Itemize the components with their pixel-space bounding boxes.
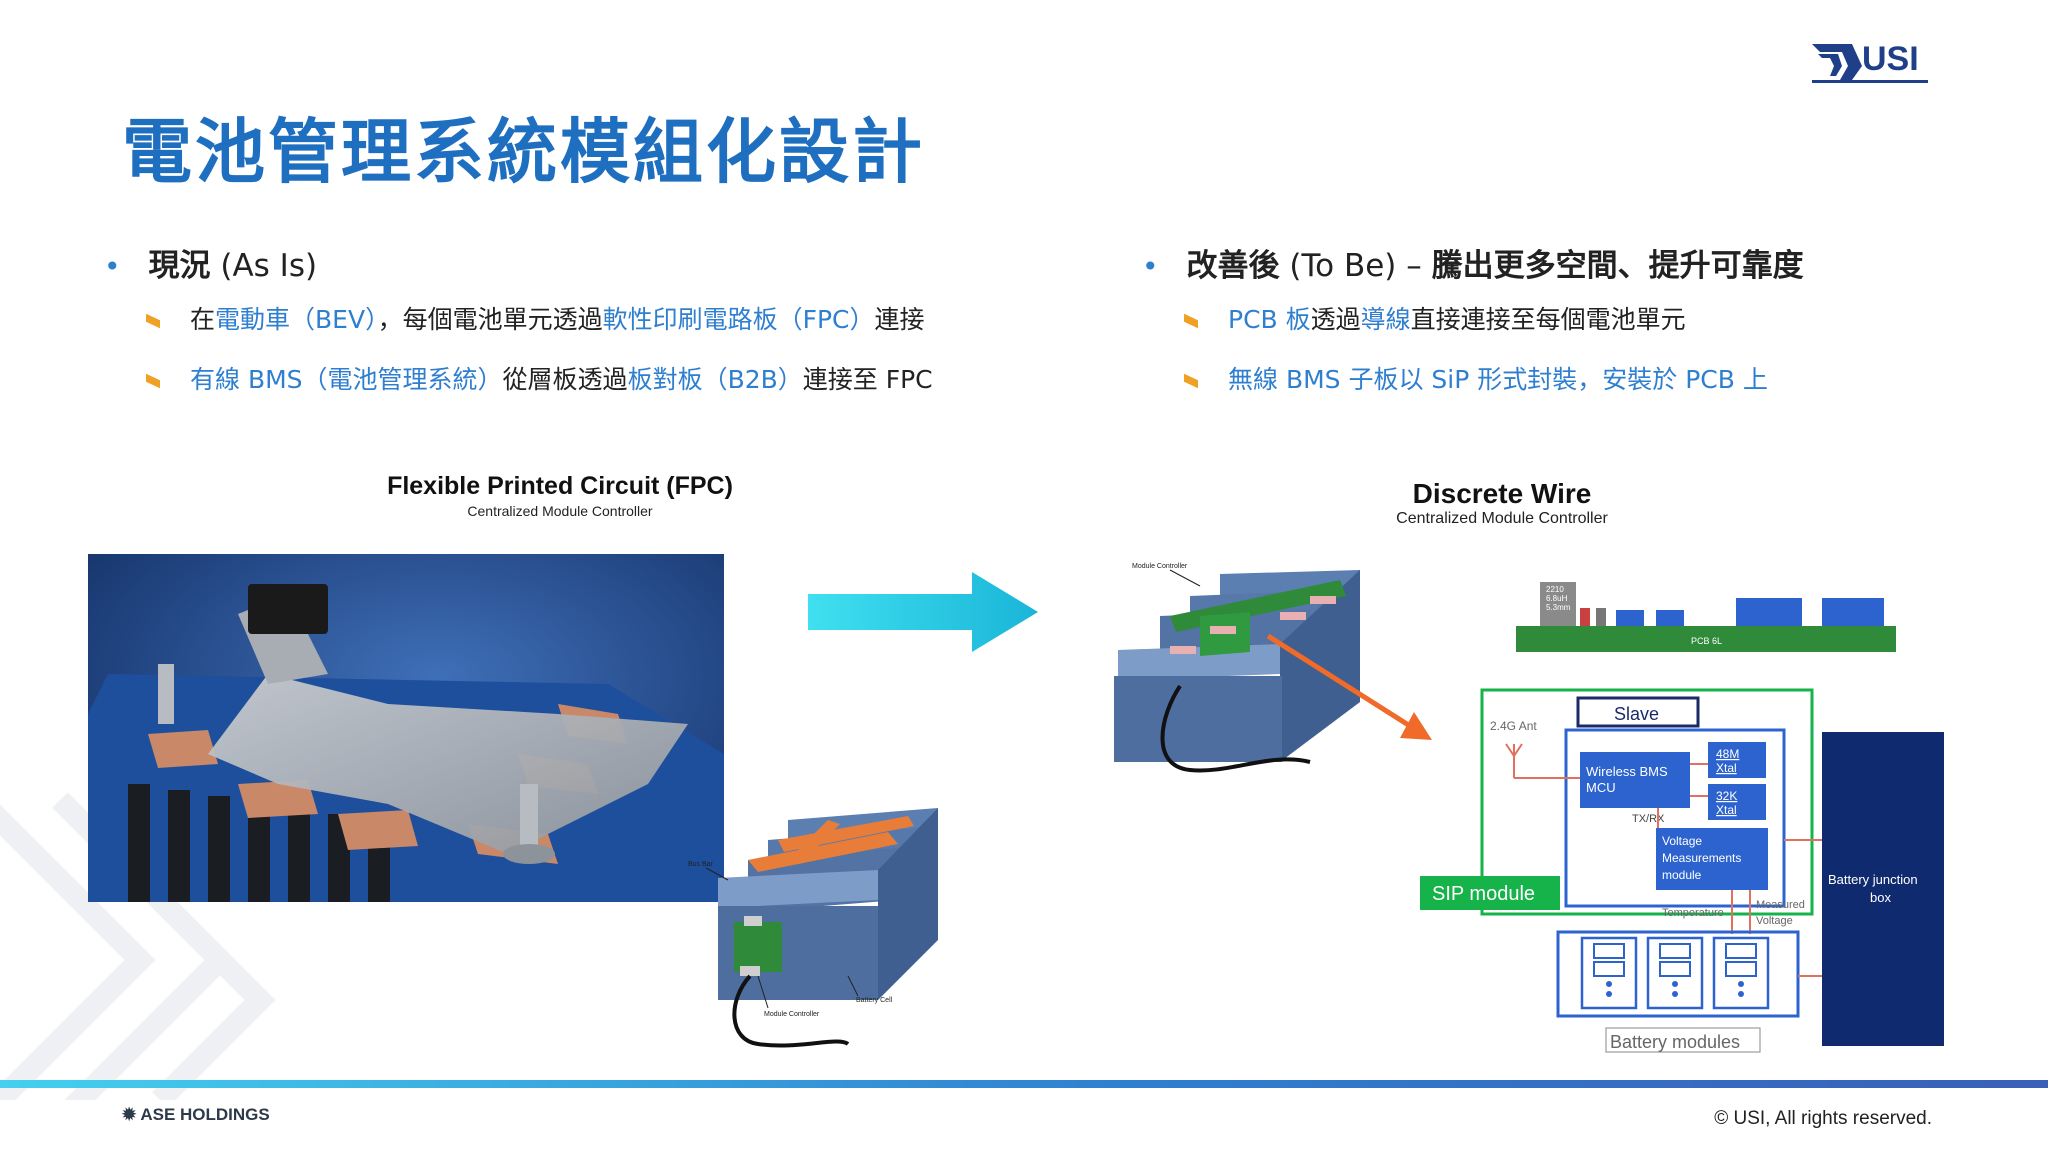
bullet-marker-icon <box>1184 313 1198 329</box>
pcb-layer-label: PCB 6L <box>1691 636 1722 646</box>
discrete-wire-module-diagram: Module Controller <box>1114 563 1432 773</box>
mcu-label: MCU <box>1586 780 1616 795</box>
to-be-heading: •改善後 (To Be) – 騰出更多空間、提升可靠度 <box>1142 248 1804 284</box>
junction-box-label-2: box <box>1870 890 1891 905</box>
module-controller-label: Module Controller <box>1132 563 1188 570</box>
xtal48-label-2: Xtal <box>1716 761 1737 775</box>
voltage-label-2: Measurements <box>1662 851 1741 865</box>
module-controller-label: Module Controller <box>764 1011 820 1018</box>
bullet-marker-icon <box>146 313 160 329</box>
txrx-label: TX/RX <box>1632 813 1665 825</box>
battery-modules-label: Battery modules <box>1610 1032 1740 1052</box>
bullet-marker-icon <box>146 373 160 389</box>
copyright-text: © USI, All rights reserved. <box>1714 1108 1932 1129</box>
measured-label: Measured <box>1756 899 1805 911</box>
slave-label: Slave <box>1614 704 1659 724</box>
to-be-bullet-2: 無線 BMS 子板以 SiP 形式封裝，安裝於 PCB 上 <box>1184 360 1768 396</box>
transition-arrow-icon <box>808 572 1038 652</box>
component-value-3: 5.3mm <box>1546 603 1571 612</box>
bullet-marker-icon <box>1184 373 1198 389</box>
fpc-battery-photo <box>88 554 724 902</box>
bus-bar-label: Bus Bar <box>688 861 714 868</box>
slide-title: 電池管理系統模組化設計 <box>122 111 925 193</box>
as-is-bullet-2: 有線 BMS（電池管理系統）從層板透過板對板（B2B）連接至 FPC <box>146 360 933 396</box>
usi-logo: USI <box>1812 40 1928 83</box>
component-value-2: 6.8uH <box>1546 594 1568 603</box>
footer-divider <box>0 1080 2048 1088</box>
antenna-label: 2.4G Ant <box>1490 719 1537 733</box>
sip-module-label: SIP module <box>1432 883 1535 905</box>
as-is-bullet-1: 在電動車（BEV），每個電池單元透過軟性印刷電路板（FPC）連接 <box>146 300 925 336</box>
battery-cell-label: Battery Cell <box>856 997 893 1004</box>
ase-gear-icon: ✹ <box>122 1105 137 1124</box>
bullet-dot: • <box>104 250 121 283</box>
junction-box-label-1: Battery junction <box>1828 872 1918 887</box>
fpc-figure-caption: Flexible Printed Circuit (FPC) Centraliz… <box>387 472 733 519</box>
ase-holdings-logo: ✹ ASE HOLDINGS <box>122 1105 270 1124</box>
wireless-bms-block-diagram: Slave 2.4G Ant Wireless BMS MCU 48M Xtal… <box>1420 688 1944 1053</box>
discrete-wire-caption: Discrete Wire Centralized Module Control… <box>1396 478 1608 527</box>
sip-module-box <box>1480 688 1814 916</box>
xtal32-label-1: 32K <box>1716 789 1737 803</box>
sip-module-badge <box>1420 876 1560 910</box>
pcb-board-diagram: 2210 6.8uH 5.3mm PCB 6L <box>1516 582 1896 652</box>
xtal48-label-1: 48M <box>1716 747 1739 761</box>
wireless-bms-label: Wireless BMS <box>1586 764 1668 779</box>
voltage-label-1: Voltage <box>1662 834 1702 848</box>
voltage-measured-label: Voltage <box>1756 915 1793 927</box>
bullet-dot: • <box>1142 250 1159 283</box>
usi-logo-text: USI <box>1862 40 1919 78</box>
slave-label-box <box>1576 696 1700 728</box>
component-value-1: 2210 <box>1546 585 1564 594</box>
as-is-heading: •現況 (As Is) <box>104 248 318 284</box>
fpc-module-diagram: Bus Bar Battery Cell Module Controller <box>688 808 938 1048</box>
to-be-bullet-1: PCB 板透過導線直接連接至每個電池單元 <box>1184 300 1686 336</box>
voltage-label-3: module <box>1662 868 1702 882</box>
temperature-label: Temperature <box>1662 907 1724 919</box>
xtal32-label-2: Xtal <box>1716 803 1737 817</box>
